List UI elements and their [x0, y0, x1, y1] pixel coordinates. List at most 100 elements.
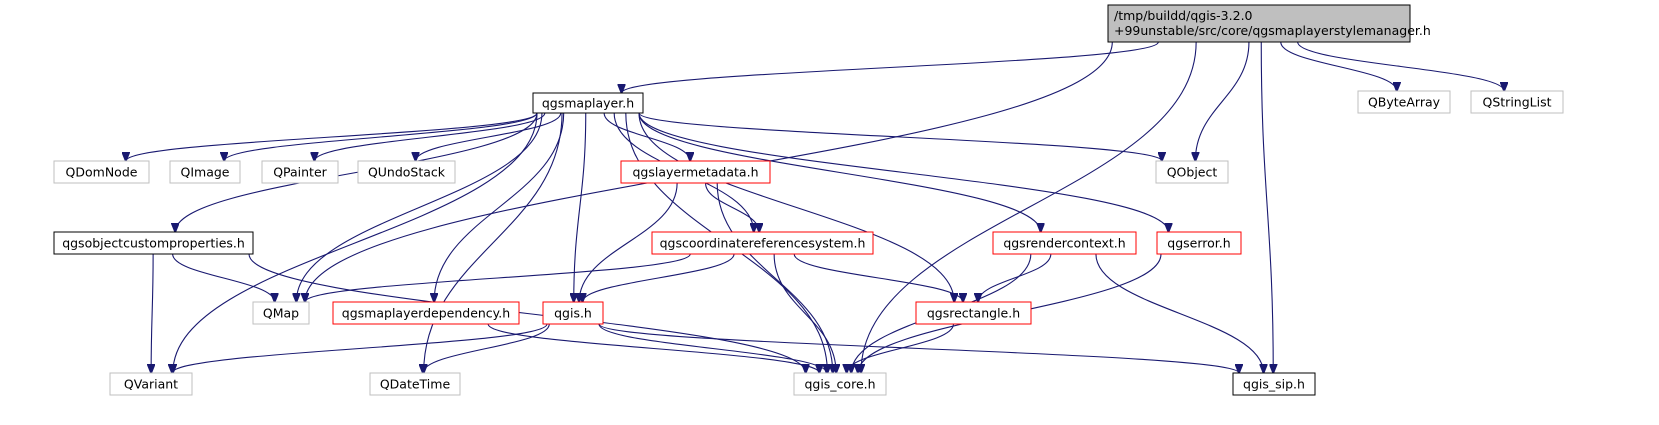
- node-box: [252, 301, 310, 325]
- node-qbytearray[interactable]: QByteArray: [1357, 90, 1451, 114]
- node-label: qgis_core.h: [804, 377, 875, 392]
- edge-root-to-qgsmaplayer: [622, 41, 1159, 93]
- edge-qgscrs-to-qgsrectangle: [793, 253, 963, 302]
- node-label: qgsrendercontext.h: [1003, 236, 1125, 251]
- node-root[interactable]: /tmp/buildd/qgis-3.2.0+99unstable/src/co…: [1107, 4, 1431, 43]
- edge-qgsmaplayer-to-qgis: [574, 112, 587, 302]
- edge-qgsmaplayer-to-qvariant: [173, 112, 538, 373]
- node-qmap[interactable]: QMap: [252, 301, 310, 325]
- node-qgscrs[interactable]: qgscoordinatereferencesystem.h: [651, 231, 874, 255]
- edge-qgis-to-qgissip: [598, 323, 1239, 373]
- node-label: QStringList: [1483, 95, 1552, 110]
- node-qundostack[interactable]: QUndoStack: [357, 160, 456, 184]
- edges-layer: [126, 41, 1504, 373]
- edge-qgslayermetadata-to-qgis: [579, 182, 678, 302]
- node-label: qgscoordinatereferencesystem.h: [660, 236, 866, 251]
- node-label: qgis.h: [554, 306, 592, 321]
- node-qgserror[interactable]: qgserror.h: [1156, 231, 1242, 255]
- node-label: /tmp/buildd/qgis-3.2.0: [1114, 8, 1253, 23]
- node-box: [369, 372, 461, 396]
- node-qgsobjectcustomproperties[interactable]: qgsobjectcustomproperties.h: [53, 231, 254, 255]
- edge-qgsrectangle-to-qgiscore: [847, 323, 955, 373]
- edge-qgsmaplayer-to-qgserror: [638, 112, 1168, 232]
- node-qimage[interactable]: QImage: [169, 160, 241, 184]
- edge-qgsmaplayer-to-qgsobjectcustomproperties: [175, 112, 538, 232]
- edge-qgsmaplayerdependency-to-qgiscore: [487, 323, 819, 373]
- node-label: +99unstable/src/core/qgsmaplayerstyleman…: [1114, 23, 1431, 38]
- node-qvariant[interactable]: QVariant: [109, 372, 193, 396]
- edge-qgsmaplayer-to-qgslayermetadata: [603, 112, 690, 161]
- node-qgissip[interactable]: qgis_sip.h: [1232, 372, 1316, 396]
- node-qstringlist[interactable]: QStringList: [1470, 90, 1564, 114]
- node-qgslayermetadata[interactable]: qgslayermetadata.h: [620, 160, 771, 184]
- edge-qgscrs-to-qmap: [305, 253, 691, 302]
- edge-qgsmaplayer-to-qundostack: [416, 112, 562, 161]
- node-qdatetime[interactable]: QDateTime: [369, 372, 461, 396]
- node-qgsrectangle[interactable]: qgsrectangle.h: [915, 301, 1032, 325]
- node-box: [1156, 231, 1242, 255]
- edge-qgsrendercontext-to-qgsrectangle: [978, 253, 1052, 302]
- edge-root-to-qbytearray: [1280, 41, 1397, 91]
- edge-qgsrendercontext-to-qgissip: [1095, 253, 1264, 373]
- node-box: [109, 372, 193, 396]
- node-qgsmaplayerdependency[interactable]: qgsmaplayerdependency.h: [332, 301, 520, 325]
- edge-qgsmaplayer-to-qdatetime: [424, 112, 563, 373]
- edge-qgis-to-qgiscore: [598, 323, 827, 373]
- edge-qgsobjectcustomproperties-to-qvariant: [151, 253, 153, 373]
- edge-qgsmaplayer-to-qdomnode: [126, 112, 538, 161]
- node-box: [542, 301, 604, 325]
- node-box: [332, 301, 520, 325]
- edge-qgsmaplayer-to-qgsmaplayerdependency: [434, 112, 565, 302]
- edge-qgsmaplayer-to-qgsrectangle: [638, 112, 954, 302]
- edge-qgsmaplayer-to-qobject: [638, 112, 1162, 161]
- node-label: QDateTime: [380, 377, 451, 392]
- node-box: [793, 372, 887, 396]
- node-qgsmaplayer[interactable]: qgsmaplayer.h: [532, 92, 644, 114]
- node-label: QPainter: [273, 165, 327, 180]
- node-box: [651, 231, 874, 255]
- node-label: QMap: [263, 306, 299, 321]
- node-box: [1107, 4, 1411, 43]
- edge-root-to-qstringlist: [1297, 41, 1504, 91]
- edge-qgis-to-qvariant: [172, 323, 548, 373]
- node-qdomnode[interactable]: QDomNode: [53, 160, 150, 184]
- edge-qgsmaplayer-to-qimage: [224, 112, 538, 161]
- node-label: qgsmaplayerdependency.h: [342, 306, 510, 321]
- node-box: [532, 92, 644, 114]
- node-label: QDomNode: [66, 165, 138, 180]
- node-label: QVariant: [124, 377, 178, 392]
- node-box: [169, 160, 241, 184]
- node-box: [261, 160, 339, 184]
- node-label: QObject: [1167, 165, 1218, 180]
- node-label: qgslayermetadata.h: [632, 165, 758, 180]
- edge-qgsobjectcustomproperties-to-qmap: [172, 253, 275, 302]
- node-qgis[interactable]: qgis.h: [542, 301, 604, 325]
- edge-qgsmaplayer-to-qgsrendercontext: [638, 112, 1041, 232]
- node-label: qgis_sip.h: [1243, 377, 1305, 392]
- edge-qgsmaplayer-to-qmap: [296, 112, 543, 302]
- node-label: qgsrectangle.h: [927, 306, 1020, 321]
- node-qgsrendercontext[interactable]: qgsrendercontext.h: [992, 231, 1137, 255]
- node-label: QImage: [181, 165, 230, 180]
- edge-qgis-to-qdatetime: [423, 323, 550, 373]
- edge-qgsobjectcustomproperties-to-qgiscore: [248, 253, 806, 373]
- node-box: [1470, 90, 1564, 114]
- node-box: [1232, 372, 1316, 396]
- node-label: qgserror.h: [1167, 236, 1230, 251]
- edge-root-to-qgiscore: [861, 41, 1197, 373]
- node-box: [53, 231, 254, 255]
- node-box: [992, 231, 1137, 255]
- edge-qgscrs-to-qgiscore: [773, 253, 836, 373]
- edge-qgscrs-to-qgis: [582, 253, 735, 302]
- node-box: [53, 160, 150, 184]
- node-qgiscore[interactable]: qgis_core.h: [793, 372, 887, 396]
- node-qobject[interactable]: QObject: [1155, 160, 1229, 184]
- node-box: [915, 301, 1032, 325]
- edge-root-to-qobject: [1195, 41, 1250, 161]
- node-label: qgsobjectcustomproperties.h: [62, 236, 245, 251]
- node-label: QByteArray: [1368, 95, 1441, 110]
- node-qpainter[interactable]: QPainter: [261, 160, 339, 184]
- node-box: [357, 160, 456, 184]
- node-box: [1357, 90, 1451, 114]
